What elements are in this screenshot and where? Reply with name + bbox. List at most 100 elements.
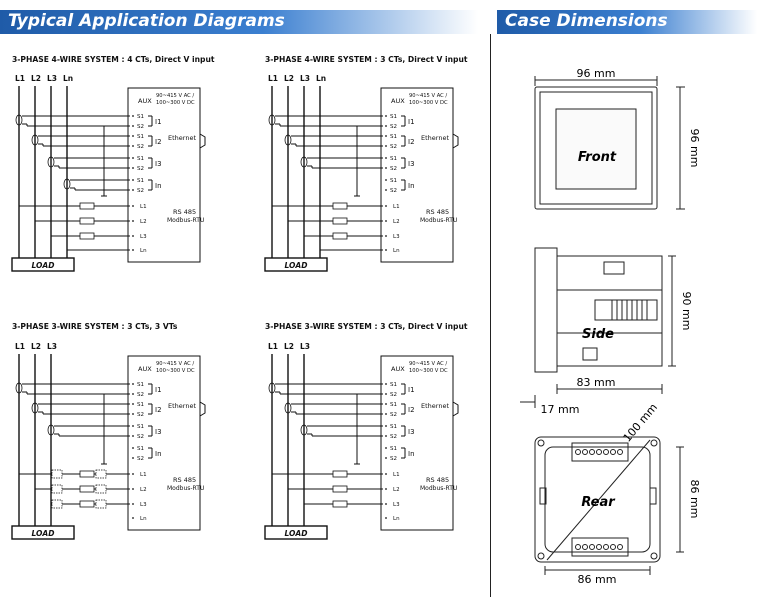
modbus-label: Modbus-RTU xyxy=(420,485,457,492)
vt-transformer xyxy=(51,469,63,479)
fuse xyxy=(79,485,95,493)
aux-spec-line-1: 90~415 V AC / xyxy=(156,93,194,99)
ethernet-port xyxy=(452,401,459,417)
terminal-dot xyxy=(132,413,134,415)
aux-spec-line-1: 90~415 V AC / xyxy=(409,361,447,367)
aux-label: AUX xyxy=(391,365,405,373)
ct-terminal-s2: S2 xyxy=(137,392,144,398)
case-dimensions-drawing: Front Side Rear 96 mm 96 mm 90 mm 83 mm … xyxy=(520,67,701,586)
side-depth-dim: 83 mm xyxy=(577,376,616,389)
fuse xyxy=(79,500,95,508)
load-box xyxy=(264,257,328,272)
terminal-dot xyxy=(385,235,387,237)
vt-transformer xyxy=(51,484,63,494)
ct-terminal-s2: S2 xyxy=(137,434,144,440)
ct-label-i2: I2 xyxy=(155,406,162,414)
fuse xyxy=(332,485,348,493)
terminal-dot xyxy=(385,157,387,159)
aux-spec-line-1: 90~415 V AC / xyxy=(409,93,447,99)
ct-terminal-s1: S1 xyxy=(390,402,397,408)
vt-transformer xyxy=(95,484,107,494)
ct-coil xyxy=(300,156,308,168)
terminal-dot xyxy=(132,503,134,505)
aux-spec-line-2: 100~300 V DC xyxy=(156,100,195,106)
terminal-dot xyxy=(385,435,387,437)
ct-terminal-s1: S1 xyxy=(390,178,397,184)
aux-spec-line-1: 90~415 V AC / xyxy=(156,361,194,367)
voltage-terminal-l3: L3 xyxy=(393,502,400,508)
terminal-dot xyxy=(385,473,387,475)
terminal-dot xyxy=(132,167,134,169)
rear-width-dim: 86 mm xyxy=(578,573,617,586)
header-bar-left: Typical Application Diagrams xyxy=(0,10,478,34)
terminal-dot xyxy=(132,447,134,449)
ethernet-port xyxy=(199,401,206,417)
vt-transformer xyxy=(95,469,107,479)
fuse xyxy=(332,217,348,225)
ct-coil xyxy=(15,114,23,126)
terminal-dot xyxy=(132,403,134,405)
line-label-l1: L1 xyxy=(268,74,278,83)
terminal-dot xyxy=(132,125,134,127)
terminal-dot xyxy=(385,457,387,459)
front-height-dim: 96 mm xyxy=(688,129,701,168)
load-box xyxy=(11,525,75,540)
ct-terminal-s1: S1 xyxy=(137,424,144,430)
terminal-dot xyxy=(385,413,387,415)
ct-terminal-s1: S1 xyxy=(390,446,397,452)
ct-terminal-s1: S1 xyxy=(137,178,144,184)
terminal-dot xyxy=(132,393,134,395)
terminal-dot xyxy=(385,517,387,519)
voltage-terminal-ln: Ln xyxy=(393,248,400,254)
terminal-dot xyxy=(385,115,387,117)
voltage-terminal-l1: L1 xyxy=(140,472,147,478)
meter-box xyxy=(380,355,454,531)
front-view-outer xyxy=(534,86,658,210)
front-width-dim: 96 mm xyxy=(577,67,616,80)
ct-label-i2: I2 xyxy=(155,138,162,146)
ct-terminal-s2: S2 xyxy=(137,188,144,194)
ct-label-in: In xyxy=(408,182,415,190)
ct-coil xyxy=(284,134,292,146)
ct-coil xyxy=(63,178,71,190)
column-divider xyxy=(490,34,491,597)
ct-label-i1: I1 xyxy=(155,386,162,394)
terminal-dot xyxy=(385,189,387,191)
line-label-ln: Ln xyxy=(316,74,326,83)
line-label-l1: L1 xyxy=(15,342,25,351)
line-label-l2: L2 xyxy=(31,342,41,351)
ct-coil xyxy=(268,114,276,126)
ct-terminal-s2: S2 xyxy=(137,166,144,172)
ct-terminal-s1: S1 xyxy=(137,156,144,162)
ethernet-label: Ethernet xyxy=(168,134,196,142)
terminal-dot xyxy=(132,157,134,159)
terminal-dot xyxy=(132,205,134,207)
voltage-terminal-l2: L2 xyxy=(393,487,400,493)
voltage-terminal-ln: Ln xyxy=(140,516,147,522)
aux-spec-line-2: 100~300 V DC xyxy=(409,100,448,106)
fuse xyxy=(79,202,95,210)
ct-terminal-s1: S1 xyxy=(137,402,144,408)
modbus-label: Modbus-RTU xyxy=(167,217,204,224)
side-view-body xyxy=(556,255,663,367)
ct-coil xyxy=(268,382,276,394)
terminal-dot xyxy=(132,189,134,191)
fuse xyxy=(79,217,95,225)
diagram-title-2: 3-PHASE 4-WIRE SYSTEM : 3 CTs, Direct V … xyxy=(265,55,468,64)
terminal-dot xyxy=(385,205,387,207)
ct-terminal-s2: S2 xyxy=(137,412,144,418)
ct-label-i1: I1 xyxy=(408,118,415,126)
ct-coil xyxy=(15,382,23,394)
line-label-l2: L2 xyxy=(31,74,41,83)
terminal-dot xyxy=(385,145,387,147)
terminal-dot xyxy=(385,393,387,395)
ct-terminal-s2: S2 xyxy=(137,144,144,150)
header-bar-right: Case Dimensions xyxy=(497,10,757,34)
diagram-title-4: 3-PHASE 3-WIRE SYSTEM : 3 CTs, Direct V … xyxy=(265,322,468,331)
ct-label-i2: I2 xyxy=(408,406,415,414)
ct-coil xyxy=(47,424,55,436)
side-view-bezel xyxy=(534,247,558,373)
load-label: LOAD xyxy=(285,261,308,270)
ct-terminal-s2: S2 xyxy=(390,188,397,194)
